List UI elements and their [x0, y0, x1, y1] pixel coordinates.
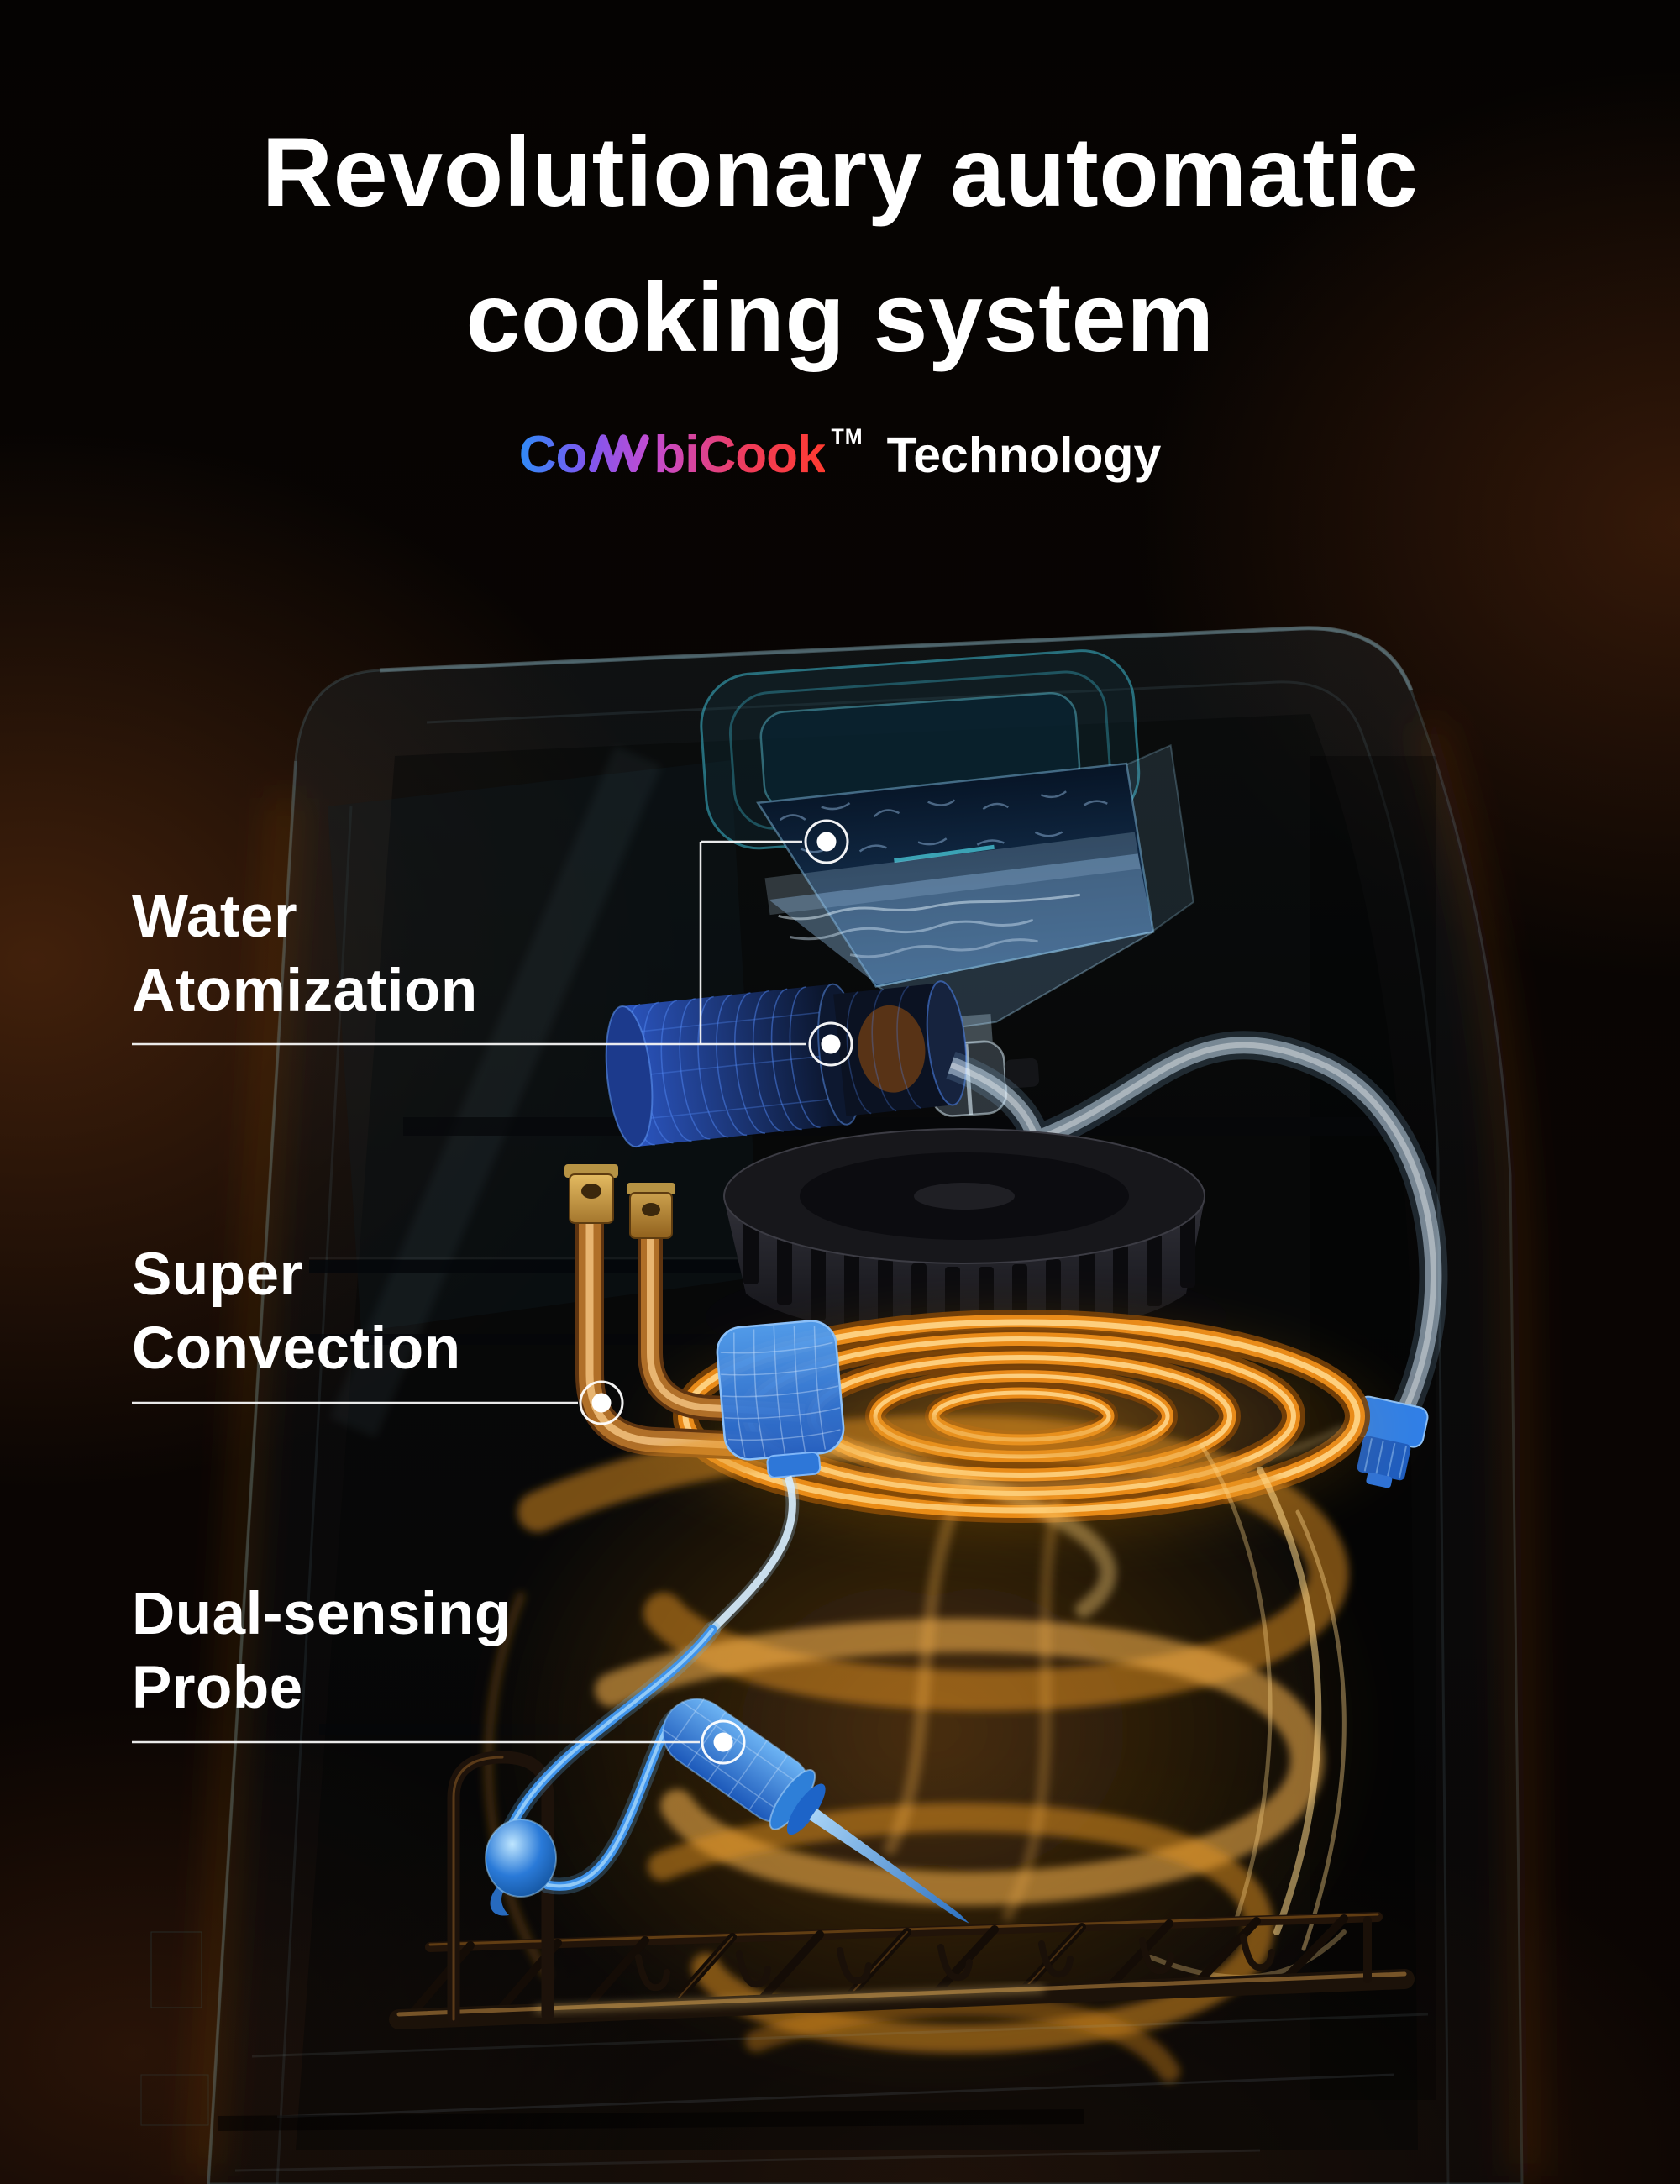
callout-water-atomization	[132, 819, 853, 1067]
label-probe-line2: Probe	[132, 1655, 303, 1721]
label-super-convection: Super Convection	[132, 1238, 461, 1386]
marker-dot-tank	[816, 832, 837, 852]
logo-suffix: biCook	[654, 426, 826, 484]
marker-ring-tank	[804, 819, 849, 864]
wire-rack	[389, 1751, 1415, 2029]
combicook-logo: Co biCook	[518, 425, 827, 485]
atomizer-mesh	[623, 986, 845, 1146]
marker-ring-atomizer	[808, 1021, 853, 1067]
title-line-1: Revolutionary automatic	[261, 117, 1419, 227]
base-structure	[140, 1931, 1429, 2172]
marker-dot-atomizer	[821, 1034, 841, 1054]
marker-ring-probe	[701, 1719, 746, 1765]
brand-row: Co biCook TM Technology	[0, 425, 1680, 485]
probe-needle	[809, 1809, 969, 1924]
trademark-label: TM	[831, 425, 864, 449]
label-water-line2: Atomization	[132, 958, 478, 1024]
marker-dot-probe	[713, 1732, 733, 1752]
water-waves	[778, 893, 1081, 958]
water-tank	[700, 649, 1194, 1117]
callout-dual-sensing-probe	[132, 1719, 746, 1765]
callout-super-convection	[132, 1380, 624, 1425]
hot-air-swirl	[479, 1369, 1386, 2092]
label-water-atomization: Water Atomization	[132, 880, 478, 1028]
label-probe-line1: Dual-sensing	[132, 1581, 512, 1647]
logo-m-zigzag-icon	[589, 434, 650, 472]
label-dual-sensing-probe: Dual-sensing Probe	[132, 1578, 512, 1725]
rack-hooks	[635, 1934, 1275, 1992]
label-super-line1: Super	[132, 1242, 303, 1308]
logo-prefix: Co	[518, 426, 588, 484]
temperature-probe	[662, 1698, 969, 1924]
callout-lines	[132, 819, 853, 1765]
tank-water-body	[756, 762, 1155, 988]
probe-ball	[485, 1819, 557, 1898]
marker-dot-heater	[591, 1393, 612, 1413]
title-line-2: cooking system	[465, 262, 1215, 372]
marker-ring-heater	[579, 1380, 624, 1425]
label-super-line2: Convection	[132, 1315, 461, 1382]
water-ripples	[779, 790, 1108, 853]
page-title: Revolutionary automatic cooking system	[0, 99, 1680, 390]
label-water-line1: Water	[132, 884, 298, 950]
probe-sensor-box	[707, 1320, 845, 1635]
technology-label: Technology	[886, 428, 1162, 483]
